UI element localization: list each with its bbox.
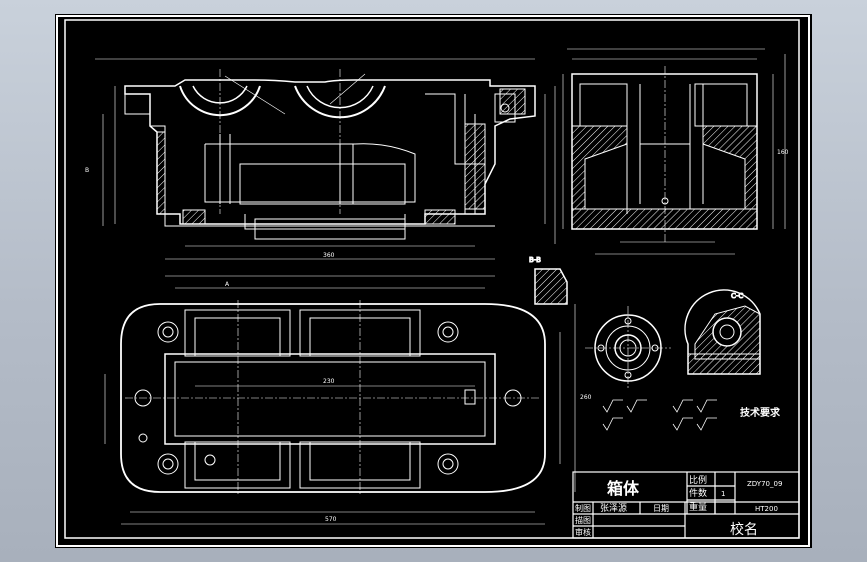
weight-label: 重量 bbox=[689, 501, 707, 513]
quantity-label: 件数 bbox=[689, 487, 707, 499]
side-section-view bbox=[562, 48, 786, 255]
dim-plan-height: 260 bbox=[580, 394, 592, 401]
scale-label: 比例 bbox=[689, 474, 707, 486]
roughness-symbols bbox=[602, 399, 717, 431]
reviewer-label: 审核 bbox=[575, 527, 591, 537]
drawing-frame-inner bbox=[64, 19, 800, 539]
section-label-a: A bbox=[225, 281, 230, 288]
detail-section-view: C-C bbox=[684, 289, 761, 375]
dim-front-length: 360 bbox=[323, 252, 335, 259]
technical-requirements: 技术要求 bbox=[740, 406, 781, 419]
part-name: 箱体 bbox=[607, 479, 640, 498]
dim-bottom-length: 570 bbox=[325, 516, 337, 523]
drawer-label: 描图 bbox=[575, 515, 591, 525]
drawing-number: ZDY70_09 bbox=[747, 480, 782, 488]
dim-side-height: 160 bbox=[777, 149, 789, 156]
cad-viewport[interactable]: B-B bbox=[55, 14, 812, 548]
detail-circle-view bbox=[585, 306, 671, 390]
view-label-bb: B-B bbox=[529, 256, 541, 264]
engineering-drawing: B-B bbox=[56, 15, 810, 547]
title-block bbox=[572, 471, 800, 539]
drawing-frame-outer bbox=[56, 15, 810, 547]
date-label: 日期 bbox=[653, 504, 669, 513]
detail-bb: B-B bbox=[529, 256, 568, 305]
plan-view bbox=[104, 275, 576, 525]
school-label: 校名 bbox=[730, 521, 758, 538]
front-view bbox=[95, 58, 556, 260]
quantity-value: 1 bbox=[721, 490, 725, 498]
drafter-label: 制图 bbox=[575, 503, 591, 513]
material-value: HT200 bbox=[755, 505, 778, 513]
drafter-name: 张泽源 bbox=[600, 503, 627, 514]
section-label-b: B bbox=[85, 167, 89, 174]
view-label-cc: C-C bbox=[731, 292, 743, 300]
dim-inner-length: 230 bbox=[323, 378, 335, 385]
